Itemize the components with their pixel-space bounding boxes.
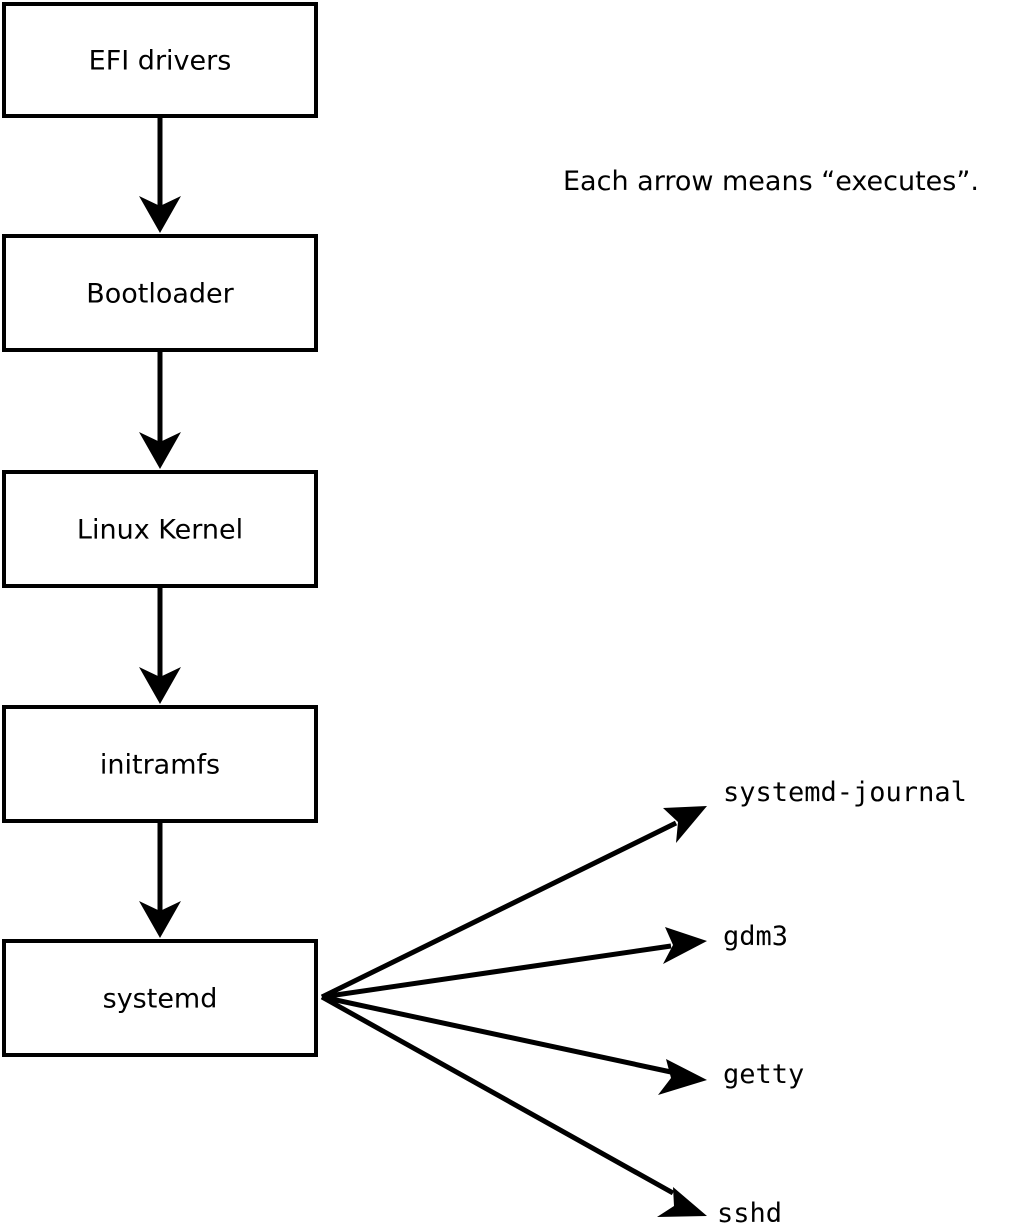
service-label-getty: getty [723,1059,804,1090]
node-systemd-rect [2,939,318,1057]
node-initramfs-label: initramfs [100,750,220,781]
node-efi-drivers-label: EFI drivers [89,46,232,77]
node-linux-kernel-rect [2,470,318,588]
arrow-systemd-to-getty-head [658,1059,707,1095]
service-labels-group: systemd-journal gdm3 getty sshd [717,777,967,1229]
node-efi-drivers[interactable]: EFI drivers [2,2,318,118]
arrow-systemd-to-gdm3-line [321,943,672,1000]
arrow-meaning-annotation: Each arrow means “executes”. [563,166,979,197]
arrow-systemd-to-sshd-line [320,994,675,1196]
service-arrows-group [320,806,707,1217]
arrow-bootloader-to-kernel-head [139,432,181,469]
arrow-bootloader-to-kernel [139,352,181,469]
node-bootloader[interactable]: Bootloader [2,234,318,352]
boot-chain-group: EFI drivers Bootloader Linux Kernel init… [2,2,318,1057]
arrow-initramfs-to-systemd [139,823,181,938]
arrow-systemd-to-sshd [320,994,707,1217]
arrow-systemd-to-gdm3-head [663,927,707,964]
arrow-systemd-to-getty-line [321,994,672,1075]
node-initramfs-rect [2,705,318,823]
arrow-kernel-to-initramfs-head [139,667,181,704]
chain-arrows-group [139,118,181,938]
node-linux-kernel-label: Linux Kernel [77,515,243,546]
arrow-efi-to-bootloader [139,118,181,233]
node-bootloader-label: Bootloader [86,279,234,310]
node-systemd-label: systemd [103,984,218,1015]
arrow-systemd-to-systemd-journal [320,806,707,1000]
arrow-efi-to-bootloader-head [139,196,181,233]
node-efi-drivers-rect [2,2,318,118]
service-label-sshd: sshd [717,1198,782,1229]
service-label-systemd-journal: systemd-journal [723,777,967,808]
arrow-initramfs-to-systemd-head [139,901,181,938]
arrow-kernel-to-initramfs [139,588,181,704]
arrow-systemd-to-sshd-head [657,1187,707,1217]
arrow-systemd-to-systemd-journal-line [320,820,678,1000]
node-bootloader-rect [2,234,318,352]
node-systemd[interactable]: systemd [2,939,318,1057]
node-initramfs[interactable]: initramfs [2,705,318,823]
service-label-gdm3: gdm3 [723,921,788,952]
arrow-systemd-to-gdm3 [321,927,707,1000]
arrow-systemd-to-systemd-journal-head [663,806,707,843]
arrow-systemd-to-getty [321,994,707,1095]
node-linux-kernel[interactable]: Linux Kernel [2,470,318,588]
